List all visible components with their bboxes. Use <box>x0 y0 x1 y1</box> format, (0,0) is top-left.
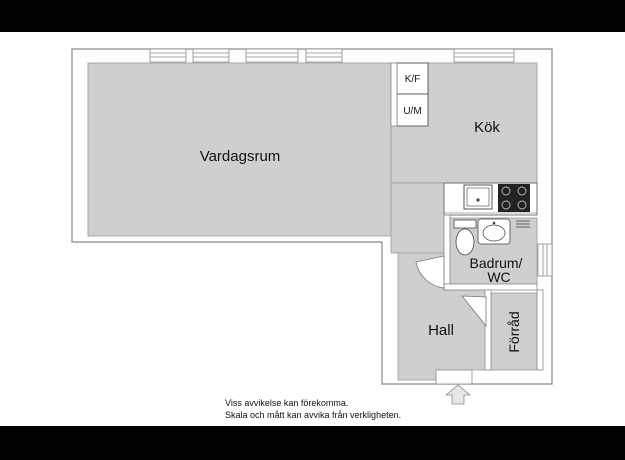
floor-plan: K/F U/M <box>71 48 553 405</box>
window <box>149 48 187 63</box>
room-label-storage: Förråd <box>506 311 522 352</box>
room-label-bathroom-wc: WC <box>487 269 510 285</box>
storage-floor <box>490 292 538 371</box>
window <box>453 48 515 63</box>
microwave <box>396 93 429 127</box>
windows-top <box>149 48 515 63</box>
room-label-kitchen: Kök <box>474 119 500 136</box>
room-label-bathroom: Badrum/ <box>470 255 523 271</box>
toilet-tank <box>453 219 477 229</box>
disclaimer-line-2: Skala och mått kan avvika från verklighe… <box>225 410 402 420</box>
bathroom-door-swing <box>415 255 445 289</box>
disclaimer-line-1: Viss avvikelse kan förekomma. <box>225 398 349 408</box>
toilet-bowl <box>455 228 475 256</box>
window <box>192 48 230 63</box>
bathroom-fixtures <box>415 214 538 291</box>
plan-area: K/F U/M <box>0 32 625 426</box>
storage-door-swing <box>461 295 487 328</box>
fridge-freezer-label: K/F <box>405 74 421 85</box>
entrance <box>435 369 473 405</box>
window <box>245 48 299 63</box>
window-bathroom <box>537 243 553 277</box>
fridge-freezer <box>396 62 429 95</box>
microwave-label: U/M <box>403 106 421 117</box>
kitchen-cabinets: K/F U/M <box>390 62 429 127</box>
corridor-floor <box>390 182 445 254</box>
storage-walls <box>461 289 544 371</box>
entrance-arrow-icon <box>444 384 472 405</box>
living-room-floor <box>87 62 392 237</box>
kitchen-counter <box>443 182 538 216</box>
room-label-living: Vardagsrum <box>200 148 281 165</box>
window <box>305 48 343 63</box>
sink <box>463 184 493 210</box>
towel-rail <box>516 220 530 228</box>
room-label-hall: Hall <box>428 322 454 339</box>
